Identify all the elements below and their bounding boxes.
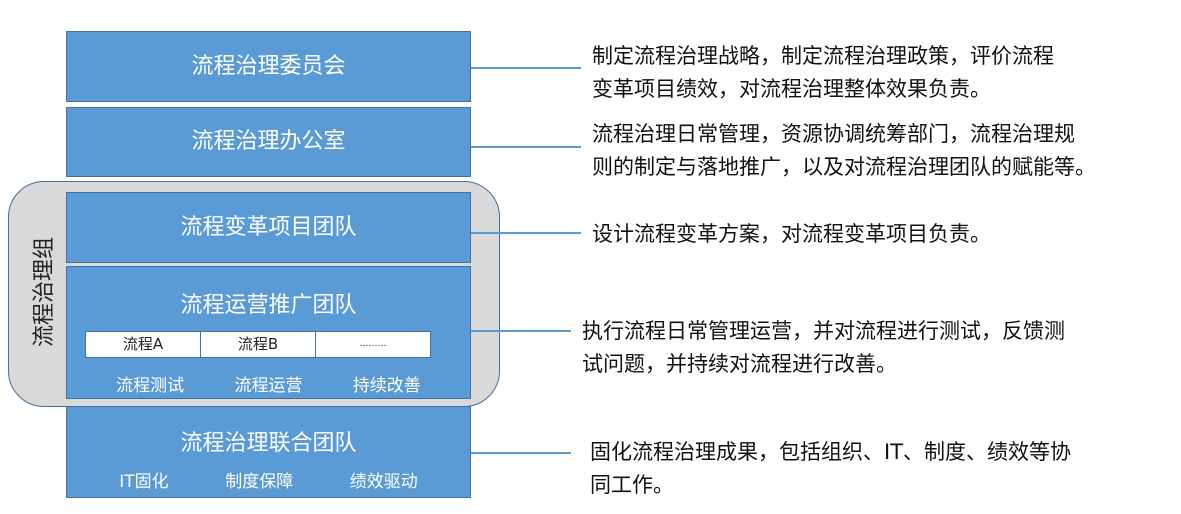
office-box: 流程治理办公室 — [66, 107, 471, 177]
task: 绩效驱动 — [349, 472, 418, 492]
joint-team-desc: 固化流程治理成果，包括组织、IT、制度、绩效等协同工作。 — [590, 440, 1072, 497]
process-a: 流程A — [86, 332, 201, 357]
operations-team-box: 流程运营推广团队 流程A 流程B ……… 流程测试 流程运营 持续改善 — [66, 266, 471, 399]
operations-team-title: 流程运营推广团队 — [180, 293, 357, 318]
task: 制度保障 — [225, 472, 294, 492]
process-table: 流程A 流程B ……… — [85, 331, 431, 358]
task: 流程运营 — [234, 376, 303, 396]
operations-team-desc: 执行流程日常管理运营，并对流程进行测试，反馈测试问题，并持续对流程进行改善。 — [582, 319, 1065, 376]
task: IT固化 — [119, 472, 169, 492]
connector — [471, 232, 581, 234]
committee-desc: 制定流程治理战略，制定流程治理政策，评价流程变革项目绩效，对流程治理整体效果负责… — [592, 44, 1054, 101]
task: 流程测试 — [116, 376, 185, 396]
joint-team-box: 流程治理联合团队 IT固化 制度保障 绩效驱动 — [66, 406, 471, 498]
committee-box: 流程治理委员会 — [66, 31, 471, 102]
connector — [471, 67, 581, 69]
operations-tasks: 流程测试 流程运营 持续改善 — [67, 371, 470, 396]
connector — [471, 146, 581, 148]
joint-team-title: 流程治理联合团队 — [180, 431, 357, 456]
joint-tasks: IT固化 制度保障 绩效驱动 — [67, 467, 470, 492]
connector — [471, 452, 571, 454]
office-desc: 流程治理日常管理，资源协调统筹部门，流程治理规则的制定与落地推广，以及对流程治理… — [592, 122, 1096, 179]
connector — [471, 330, 571, 332]
governance-group-label: 流程治理组 — [32, 236, 58, 348]
project-team-desc: 设计流程变革方案，对流程变革项目负责。 — [592, 222, 991, 246]
task: 持续改善 — [352, 376, 421, 396]
project-team-box: 流程变革项目团队 — [66, 192, 471, 263]
process-more: ……… — [359, 339, 387, 349]
process-b: 流程B — [201, 332, 316, 357]
